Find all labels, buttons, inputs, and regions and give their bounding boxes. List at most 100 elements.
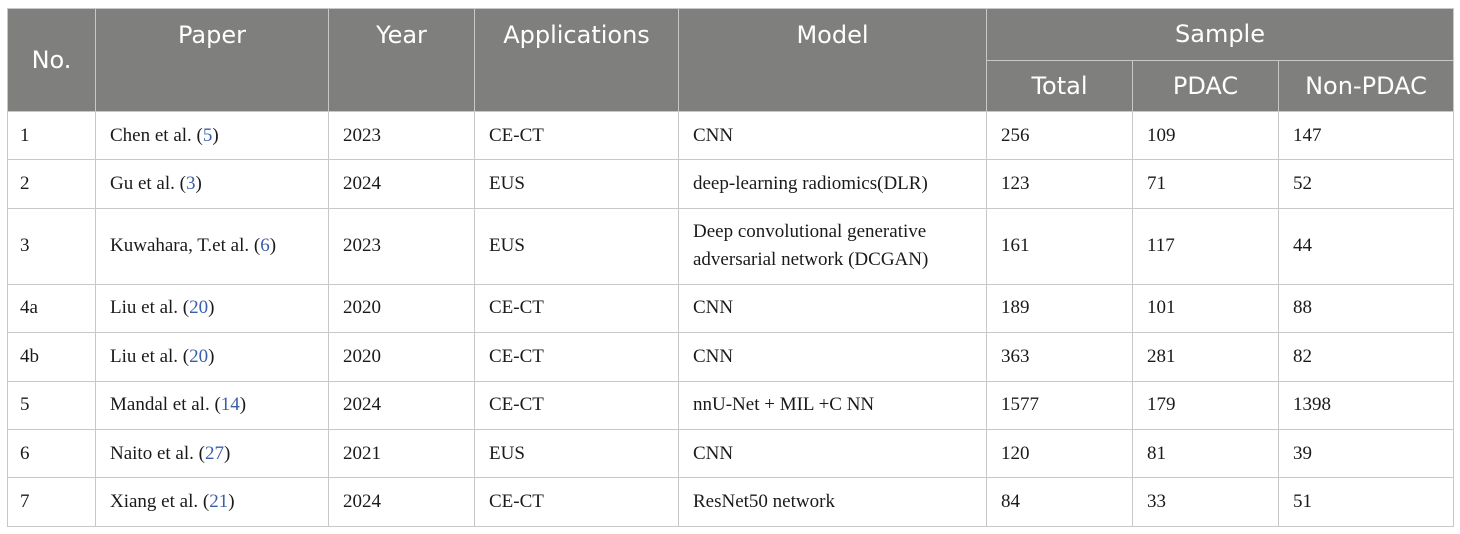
cell-model: ResNet50 network	[678, 477, 987, 527]
cell-non-pdac: 147	[1278, 110, 1454, 161]
cell-no: 1	[7, 110, 96, 161]
cell-application: CE-CT	[474, 332, 679, 382]
cell-pdac: 33	[1132, 477, 1279, 527]
cell-pdac: 117	[1132, 207, 1279, 285]
cell-paper: Liu et al. (20)	[95, 283, 329, 334]
header-no: No.	[7, 8, 96, 112]
cell-no: 4b	[7, 332, 96, 382]
table-row: 2 Gu et al. (3) 2024 EUS deep-learning r…	[7, 159, 1454, 209]
table-row: 7 Xiang et al. (21) 2024 CE-CT ResNet50 …	[7, 477, 1454, 527]
cell-application: CE-CT	[474, 110, 679, 161]
cell-non-pdac: 39	[1278, 428, 1454, 479]
cell-paper: Chen et al. (5)	[95, 110, 329, 161]
author-text: Liu et al. (	[110, 345, 190, 367]
cell-pdac: 101	[1132, 283, 1279, 334]
cell-total: 1577	[986, 380, 1133, 430]
header-model: Model	[678, 8, 987, 112]
cell-year: 2020	[328, 283, 475, 334]
model-line-1: Deep convolutional generative	[693, 221, 927, 243]
cell-non-pdac: 51	[1278, 477, 1454, 527]
cell-total: 84	[986, 477, 1133, 527]
citation-link[interactable]: 20	[189, 297, 209, 319]
table-row: 4a Liu et al. (20) 2020 CE-CT CNN 189 10…	[7, 283, 1454, 334]
header-non-pdac: Non-PDAC	[1278, 60, 1454, 112]
paren-close: )	[239, 394, 247, 416]
cell-non-pdac: 88	[1278, 283, 1454, 334]
table-row: 1 Chen et al. (5) 2023 CE-CT CNN 256 109…	[7, 110, 1454, 161]
cell-no: 5	[7, 380, 96, 430]
cell-application: EUS	[474, 207, 679, 285]
citation-link[interactable]: 3	[185, 173, 196, 195]
cell-year: 2020	[328, 332, 475, 382]
cell-pdac: 281	[1132, 332, 1279, 382]
cell-application: CE-CT	[474, 477, 679, 527]
header-paper: Paper	[95, 8, 329, 112]
cell-year: 2024	[328, 477, 475, 527]
cell-non-pdac: 52	[1278, 159, 1454, 209]
cell-year: 2023	[328, 110, 475, 161]
paren-close: )	[208, 345, 215, 367]
author-text: Liu et al. (	[110, 297, 190, 319]
cell-model: CNN	[678, 428, 987, 479]
citation-link[interactable]: 5	[202, 124, 213, 146]
paren-close: )	[269, 235, 277, 257]
header-pdac: PDAC	[1132, 60, 1279, 112]
cell-total: 256	[986, 110, 1133, 161]
cell-no: 7	[7, 477, 96, 527]
cell-application: EUS	[474, 428, 679, 479]
data-table: No. Paper Year Applications Model Sample…	[7, 8, 1454, 527]
cell-application: EUS	[474, 159, 679, 209]
cell-paper: Liu et al. (20)	[95, 332, 329, 382]
header-year: Year	[328, 8, 475, 112]
cell-paper: Mandal et al. (14)	[95, 380, 329, 430]
model-line-2: adversarial network (DCGAN)	[693, 249, 929, 271]
author-text: Naito et al. (	[110, 442, 205, 464]
cell-total: 123	[986, 159, 1133, 209]
author-text: Kuwahara, T.et al. (	[110, 235, 261, 257]
cell-no: 6	[7, 428, 96, 479]
cell-year: 2021	[328, 428, 475, 479]
header-total: Total	[986, 60, 1133, 112]
cell-model: deep-learning radiomics(DLR)	[678, 159, 987, 209]
cell-pdac: 81	[1132, 428, 1279, 479]
paren-close: )	[208, 297, 215, 319]
header-applications: Applications	[474, 8, 679, 112]
cell-model: CNN	[678, 332, 987, 382]
cell-total: 363	[986, 332, 1133, 382]
author-text: Chen et al. (	[110, 124, 203, 146]
table-row: 5 Mandal et al. (14) 2024 CE-CT nnU-Net …	[7, 380, 1454, 430]
table-row: 3 Kuwahara, T.et al. (6) 2023 EUS Deep c…	[7, 207, 1454, 285]
cell-no: 3	[7, 207, 96, 285]
cell-pdac: 109	[1132, 110, 1279, 161]
table-header: No. Paper Year Applications Model Sample…	[7, 8, 1454, 112]
citation-link[interactable]: 21	[209, 491, 229, 513]
cell-year: 2023	[328, 207, 475, 285]
cell-pdac: 179	[1132, 380, 1279, 430]
author-text: Gu et al. (	[110, 173, 186, 195]
cell-non-pdac: 82	[1278, 332, 1454, 382]
cell-model: CNN	[678, 283, 987, 334]
cell-total: 120	[986, 428, 1133, 479]
paren-close: )	[228, 491, 235, 513]
cell-paper: Xiang et al. (21)	[95, 477, 329, 527]
citation-link[interactable]: 20	[189, 345, 209, 367]
citation-link[interactable]: 27	[204, 442, 224, 464]
cell-model: Deep convolutional generative adversarial…	[678, 207, 987, 285]
paren-close: )	[223, 442, 231, 464]
citation-link[interactable]: 6	[260, 235, 270, 257]
cell-paper: Gu et al. (3)	[95, 159, 329, 209]
cell-non-pdac: 1398	[1278, 380, 1454, 430]
author-text: Xiang et al. (	[110, 491, 210, 513]
cell-total: 189	[986, 283, 1133, 334]
cell-paper: Kuwahara, T.et al. (6)	[95, 207, 329, 285]
header-sample: Sample	[986, 8, 1454, 61]
paren-close: )	[212, 124, 219, 146]
cell-no: 2	[7, 159, 96, 209]
cell-model: nnU-Net + MIL +C NN	[678, 380, 987, 430]
cell-application: CE-CT	[474, 380, 679, 430]
cell-paper: Naito et al. (27)	[95, 428, 329, 479]
cell-total: 161	[986, 207, 1133, 285]
cell-model: CNN	[678, 110, 987, 161]
cell-no: 4a	[7, 283, 96, 334]
citation-link[interactable]: 14	[220, 394, 240, 416]
